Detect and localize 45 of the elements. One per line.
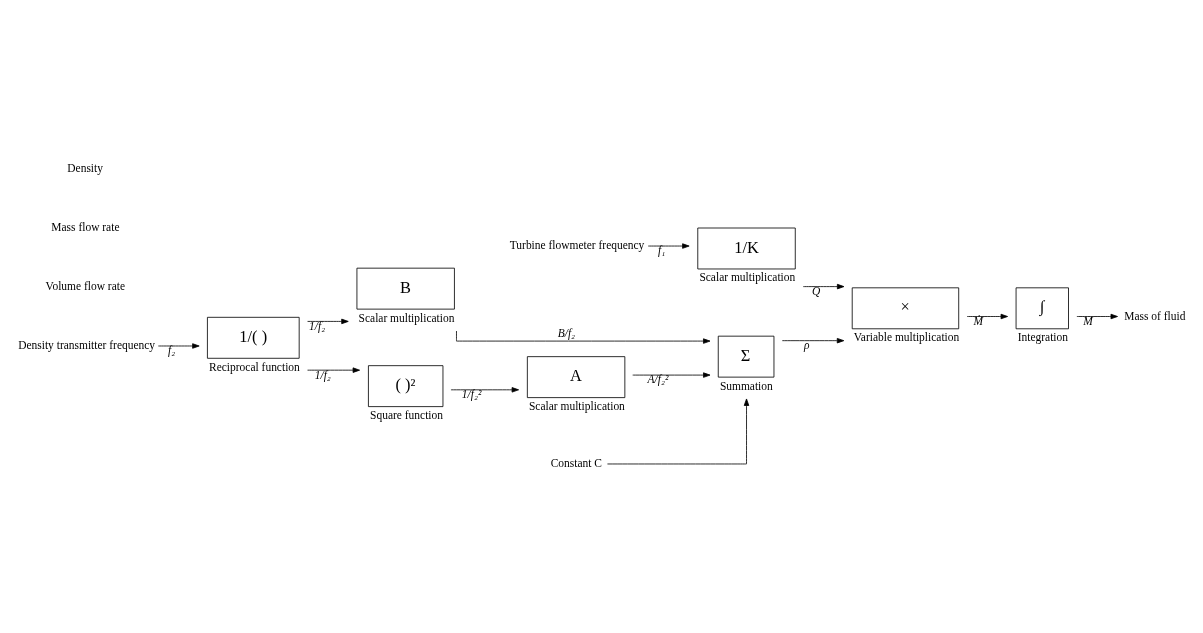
- node-box: Σ: [717, 335, 775, 378]
- arrow: [607, 398, 750, 465]
- arrow: [307, 367, 361, 373]
- node-box: 1/K: [697, 227, 796, 270]
- label: Mass flow rate: [51, 221, 120, 234]
- node-label: Scalar multiplication: [528, 400, 625, 413]
- node-label: Scalar multiplication: [699, 271, 796, 284]
- node-label: Reciprocal function: [209, 360, 300, 373]
- edge-label: f₁: [658, 244, 666, 257]
- node-box: A: [526, 356, 626, 399]
- node-text: Turbine flowmeter frequency: [509, 239, 645, 252]
- node-label: Summation: [719, 379, 773, 392]
- node-box: 1/( ): [207, 316, 300, 359]
- node-label: Variable multiplication: [853, 331, 960, 344]
- arrow: [802, 283, 845, 290]
- arrow: [307, 318, 349, 325]
- arrow: [966, 313, 1008, 320]
- arrow: [157, 343, 200, 349]
- arrow: [781, 337, 845, 344]
- edge-label: B/f₂: [557, 327, 576, 340]
- arrow: [647, 243, 690, 249]
- arrow: [632, 372, 711, 378]
- edge-label: 1/f₂²: [461, 388, 482, 401]
- node-label: Scalar multiplication: [358, 311, 455, 324]
- node-box: ×: [851, 287, 960, 330]
- edge-label: Q: [812, 284, 821, 297]
- edge-label: M: [1083, 314, 1093, 327]
- arrow: [1076, 313, 1118, 320]
- arrow: [450, 387, 519, 393]
- edge-label: f₂: [168, 344, 176, 357]
- edge-label: Ṁ: [973, 314, 983, 327]
- node-box: B: [356, 267, 455, 310]
- node-text: Density transmitter frequency: [18, 339, 156, 352]
- edge-label: A/f₂²: [647, 373, 669, 386]
- node-label: Square function: [370, 409, 443, 422]
- label: Density: [67, 162, 103, 175]
- node-text: Mass of fluid: [1124, 309, 1186, 322]
- node-box: ∫: [1015, 287, 1069, 330]
- edge-label: 1/f₂: [314, 368, 331, 381]
- edge-label: 1/f₂: [309, 319, 326, 332]
- node-box: ( )²: [368, 365, 444, 408]
- node-text: Constant C: [550, 457, 602, 470]
- edge-label: ρ: [804, 339, 810, 352]
- label: Volume flow rate: [45, 280, 126, 293]
- node-label: Integration: [1017, 331, 1069, 344]
